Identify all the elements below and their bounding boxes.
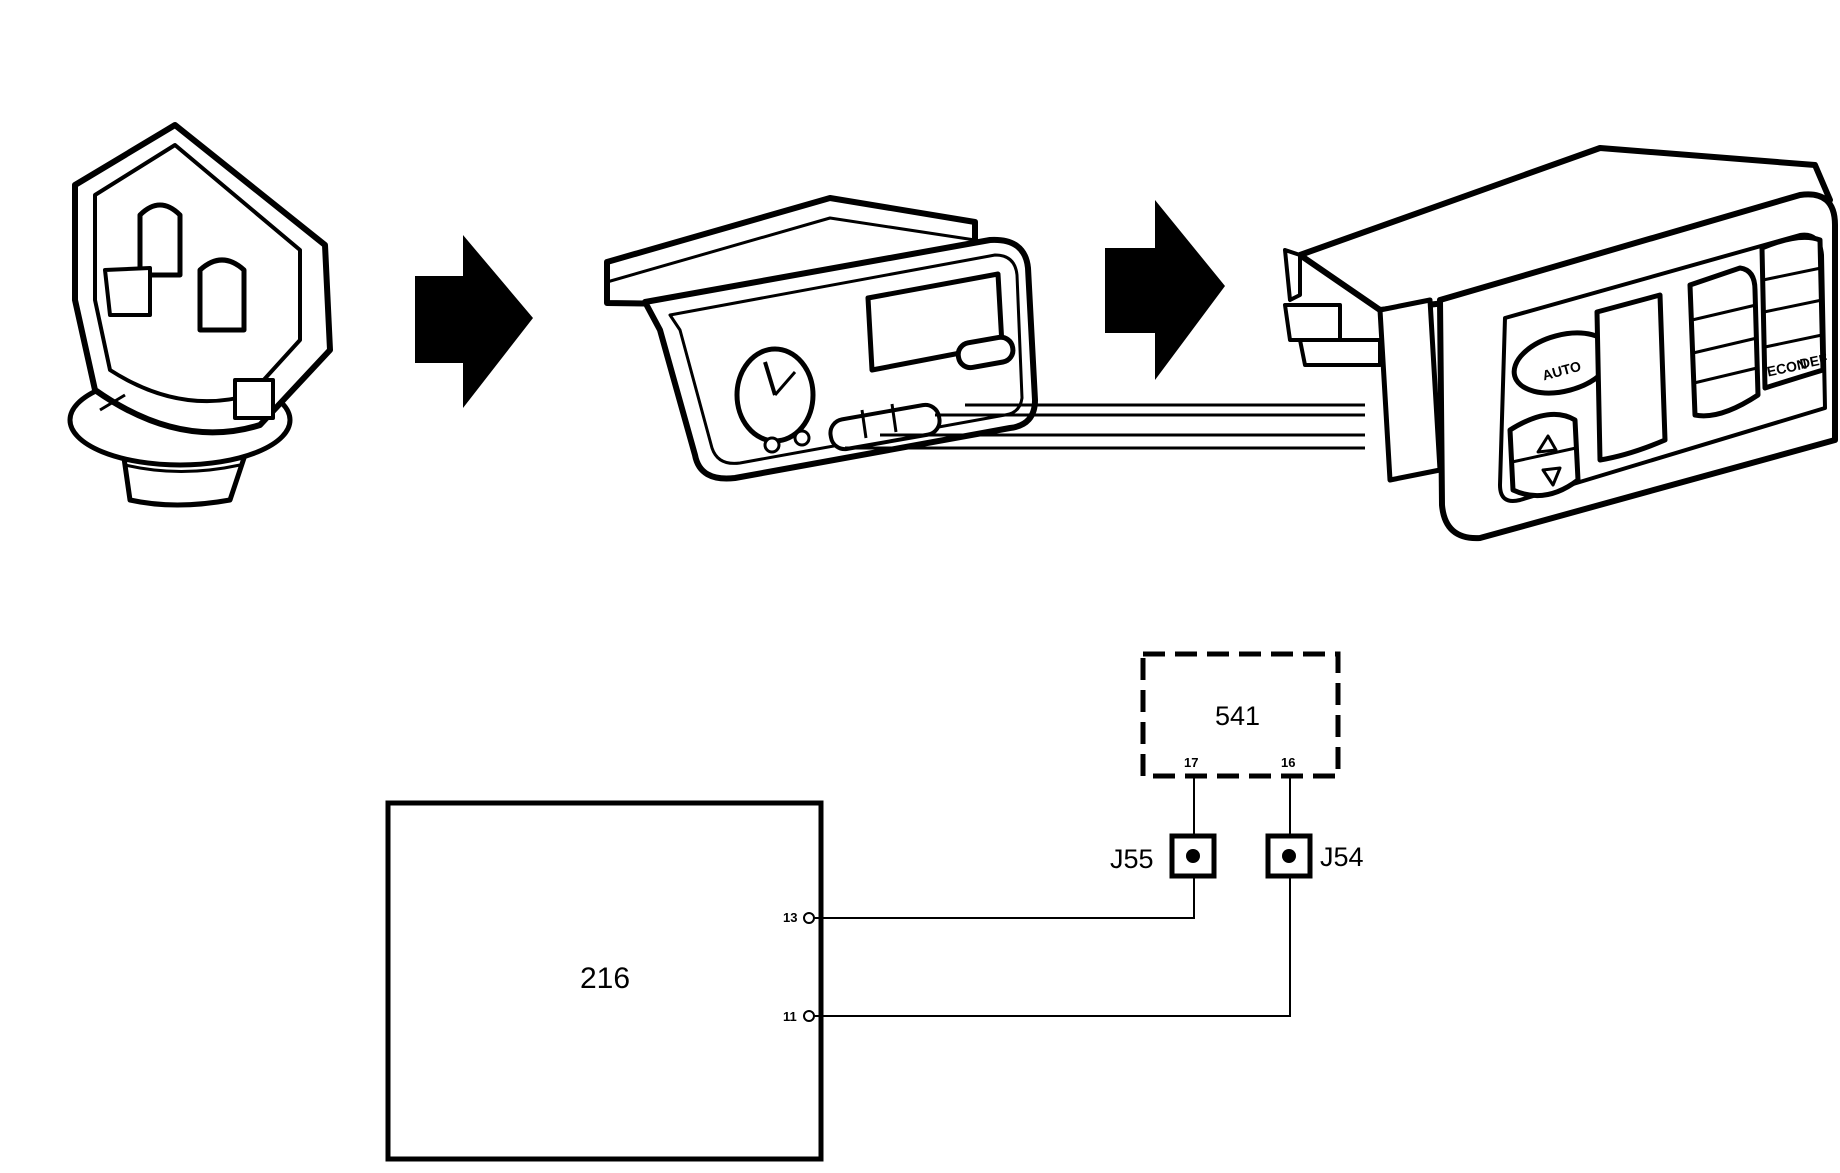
wire-11-to-16 [814,776,1291,1017]
component-541-box [1140,651,1341,779]
control-module-illustration [604,195,1038,482]
pin-11-terminal [803,1010,815,1022]
arrow-right-icon [1105,200,1225,380]
connector-j55-label: J55 [1110,844,1154,874]
arrow-right-icon [415,235,533,408]
wire-13-to-17 [814,776,1195,919]
connector-j54-label: J54 [1320,842,1364,872]
component-541-label: 541 [1215,701,1260,731]
component-216-label: 216 [580,962,630,995]
pin-11-label: 11 [783,1009,797,1024]
sensor-connector-illustration [67,122,333,508]
illustration-link-lines [845,403,1365,450]
climate-panel-illustration: AUTO ECON DEF [1283,145,1838,542]
pin-17-label: 17 [1184,755,1198,770]
pin-16-label: 16 [1281,755,1295,770]
pin-13-label: 13 [783,910,797,925]
pin-13-terminal [803,912,815,924]
connector-j54 [1265,833,1313,879]
def-button-label: DEF [1798,350,1829,372]
component-216-box [385,800,824,1162]
connector-j55 [1169,833,1217,879]
